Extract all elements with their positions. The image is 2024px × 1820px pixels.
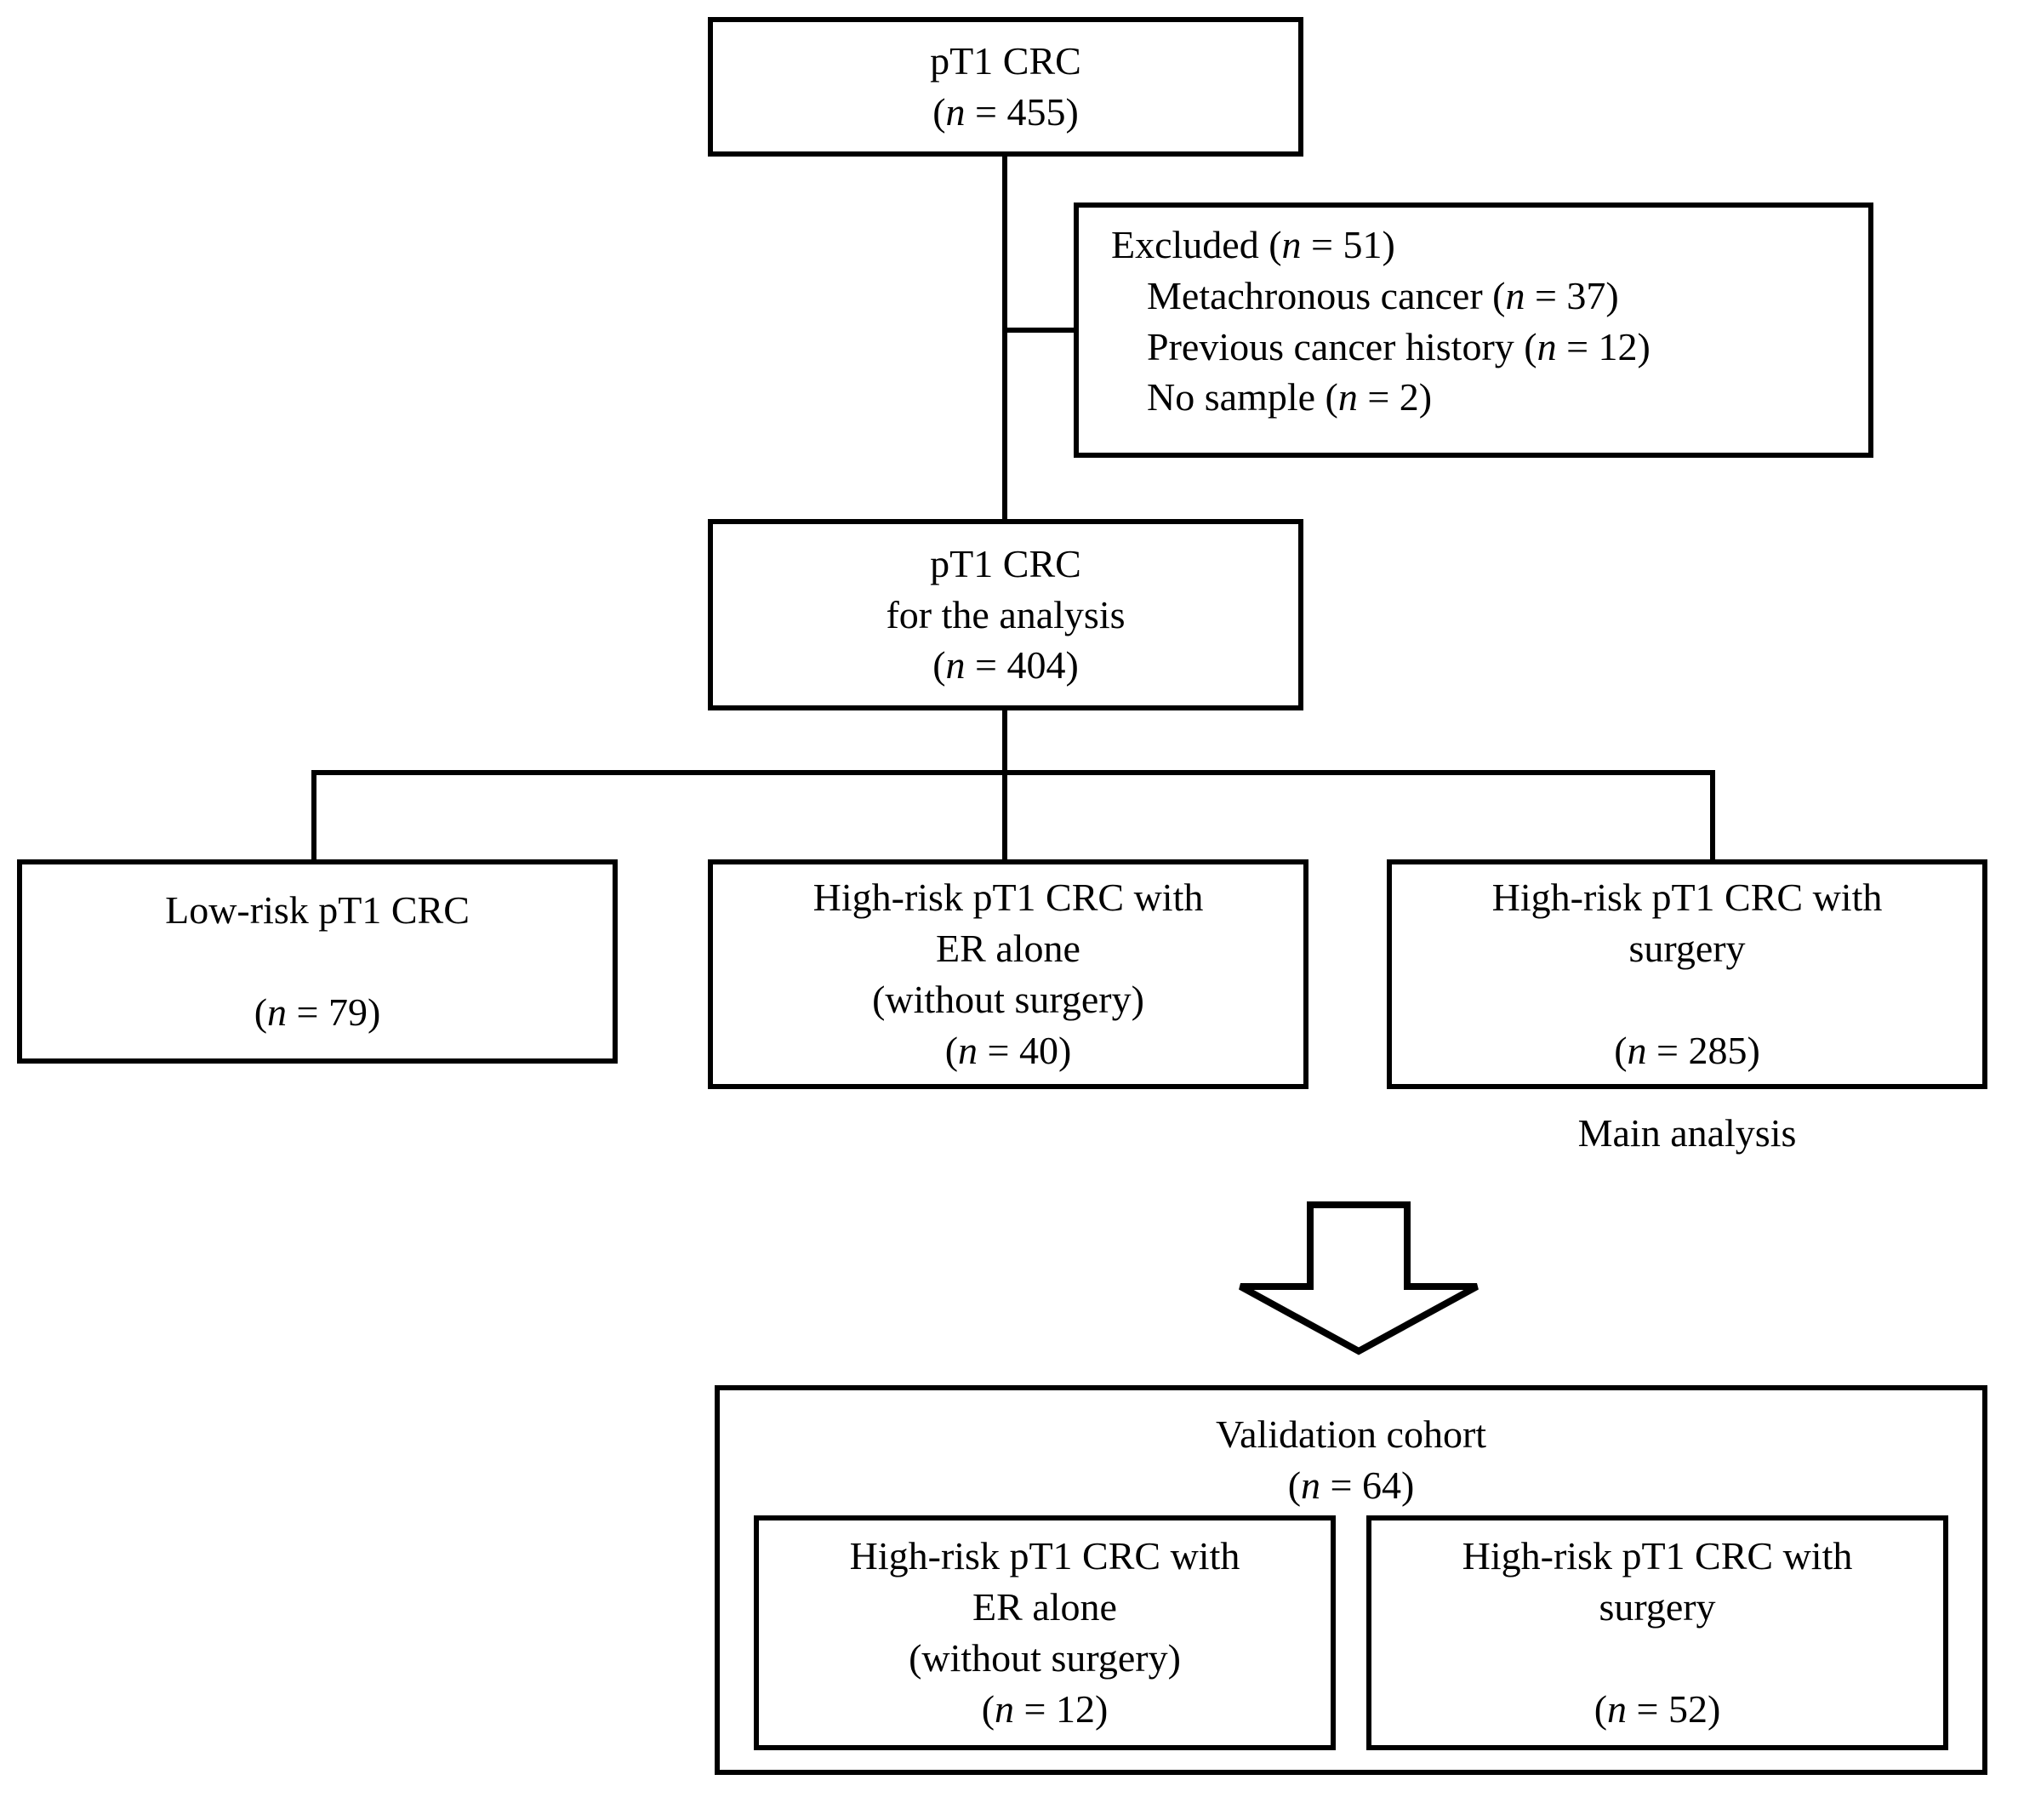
node-line-1: High-risk pT1 CRC with xyxy=(1462,1534,1853,1578)
connector-drop-low-risk xyxy=(311,770,316,862)
excluded-item-suffix: = 12) xyxy=(1556,324,1651,368)
node-line-1: High-risk pT1 CRC with xyxy=(812,876,1204,920)
node-line-1: High-risk pT1 CRC with xyxy=(1491,876,1883,920)
connector-split-bar xyxy=(311,770,1715,775)
node-line-2: surgery xyxy=(1628,927,1746,971)
excluded-item-prefix: Metachronous cancer ( xyxy=(1147,273,1506,317)
node-count: (n = 40) xyxy=(944,1028,1072,1072)
validation-cohort-header: Validation cohort (n = 64) xyxy=(720,1390,1982,1511)
connector-to-excluded xyxy=(1002,328,1079,333)
n-symbol: n xyxy=(1281,223,1302,266)
node-count: (n = 404) xyxy=(932,643,1079,687)
n-symbol: n xyxy=(1301,1463,1321,1507)
node-line-1: pT1 CRC xyxy=(930,541,1081,585)
node-pt1-crc-analysis: pT1 CRC for the analysis (n = 404) xyxy=(708,519,1303,710)
node-validation-high-risk-surgery: High-risk pT1 CRC with surgery (n = 52) xyxy=(1366,1515,1948,1750)
n-symbol: n xyxy=(1627,1028,1647,1072)
excluded-item-prefix: Previous cancer history ( xyxy=(1147,324,1537,368)
node-low-risk-pt1-crc: Low-risk pT1 CRC (n = 79) xyxy=(17,859,618,1064)
node-line-3: (without surgery) xyxy=(872,978,1144,1021)
node-title: pT1 CRC xyxy=(930,39,1081,83)
node-count: (n = 79) xyxy=(254,990,381,1034)
n-symbol: n xyxy=(1607,1686,1628,1731)
count-value: = 404) xyxy=(965,643,1079,687)
count-value: = 285) xyxy=(1646,1028,1760,1072)
excluded-item: No sample (n = 2) xyxy=(1111,372,1432,423)
excluded-heading: Excluded (n = 51) xyxy=(1111,220,1395,271)
node-line-2: ER alone xyxy=(972,1585,1117,1629)
node-title: Validation cohort xyxy=(1215,1412,1487,1456)
node-pt1-crc-total: pT1 CRC (n = 455) xyxy=(708,17,1303,157)
node-line-1: Low-risk pT1 CRC xyxy=(165,888,470,933)
n-symbol: n xyxy=(945,90,966,134)
node-count: (n = 52) xyxy=(1594,1686,1721,1731)
node-excluded: Excluded (n = 51) Metachronous cancer (n… xyxy=(1074,203,1873,458)
node-high-risk-surgery: High-risk pT1 CRC with surgery (n = 285) xyxy=(1387,859,1987,1089)
excluded-item-prefix: No sample ( xyxy=(1147,375,1338,419)
connector-trunk-split xyxy=(1002,710,1007,775)
connector-drop-high-risk-er xyxy=(1002,770,1007,862)
count-value: = 79) xyxy=(287,990,381,1034)
excluded-heading-prefix: Excluded ( xyxy=(1111,223,1282,266)
count-value: = 455) xyxy=(965,90,1079,134)
node-line-2: ER alone xyxy=(936,927,1080,971)
n-symbol: n xyxy=(1537,324,1557,368)
node-count: (n = 285) xyxy=(1614,1028,1760,1072)
node-count: (n = 12) xyxy=(981,1686,1109,1731)
excluded-item: Previous cancer history (n = 12) xyxy=(1111,322,1651,373)
node-line-2: for the analysis xyxy=(886,592,1126,636)
connector-trunk-top xyxy=(1002,157,1007,522)
count-value: = 52) xyxy=(1627,1686,1721,1731)
excluded-item: Metachronous cancer (n = 37) xyxy=(1111,271,1619,322)
node-line-2: surgery xyxy=(1599,1585,1716,1629)
node-line-1: High-risk pT1 CRC with xyxy=(849,1534,1240,1578)
node-high-risk-er-alone: High-risk pT1 CRC with ER alone (without… xyxy=(708,859,1308,1089)
node-line-3: (without surgery) xyxy=(909,1636,1181,1680)
node-validation-cohort: Validation cohort (n = 64) High-risk pT1… xyxy=(715,1385,1987,1775)
n-symbol: n xyxy=(1337,375,1358,419)
count-value: = 40) xyxy=(978,1028,1072,1072)
n-symbol: n xyxy=(958,1028,978,1072)
count-value: = 12) xyxy=(1014,1686,1109,1731)
node-count: (n = 455) xyxy=(932,90,1079,134)
excluded-item-suffix: = 2) xyxy=(1357,375,1433,419)
node-validation-high-risk-er-alone: High-risk pT1 CRC with ER alone (without… xyxy=(754,1515,1336,1750)
excluded-item-suffix: = 37) xyxy=(1525,273,1619,317)
n-symbol: n xyxy=(995,1686,1015,1731)
n-symbol: n xyxy=(267,990,288,1034)
count-value: = 64) xyxy=(1320,1463,1415,1507)
excluded-heading-suffix: = 51) xyxy=(1301,223,1395,266)
node-count: (n = 64) xyxy=(1287,1463,1415,1507)
n-symbol: n xyxy=(1505,273,1525,317)
label-main-analysis: Main analysis xyxy=(1577,1111,1797,1155)
down-arrow-icon xyxy=(1235,1201,1482,1356)
n-symbol: n xyxy=(945,643,966,687)
connector-drop-high-risk-surgery xyxy=(1710,770,1715,862)
validation-cohort-subnodes: High-risk pT1 CRC with ER alone (without… xyxy=(754,1515,1948,1750)
